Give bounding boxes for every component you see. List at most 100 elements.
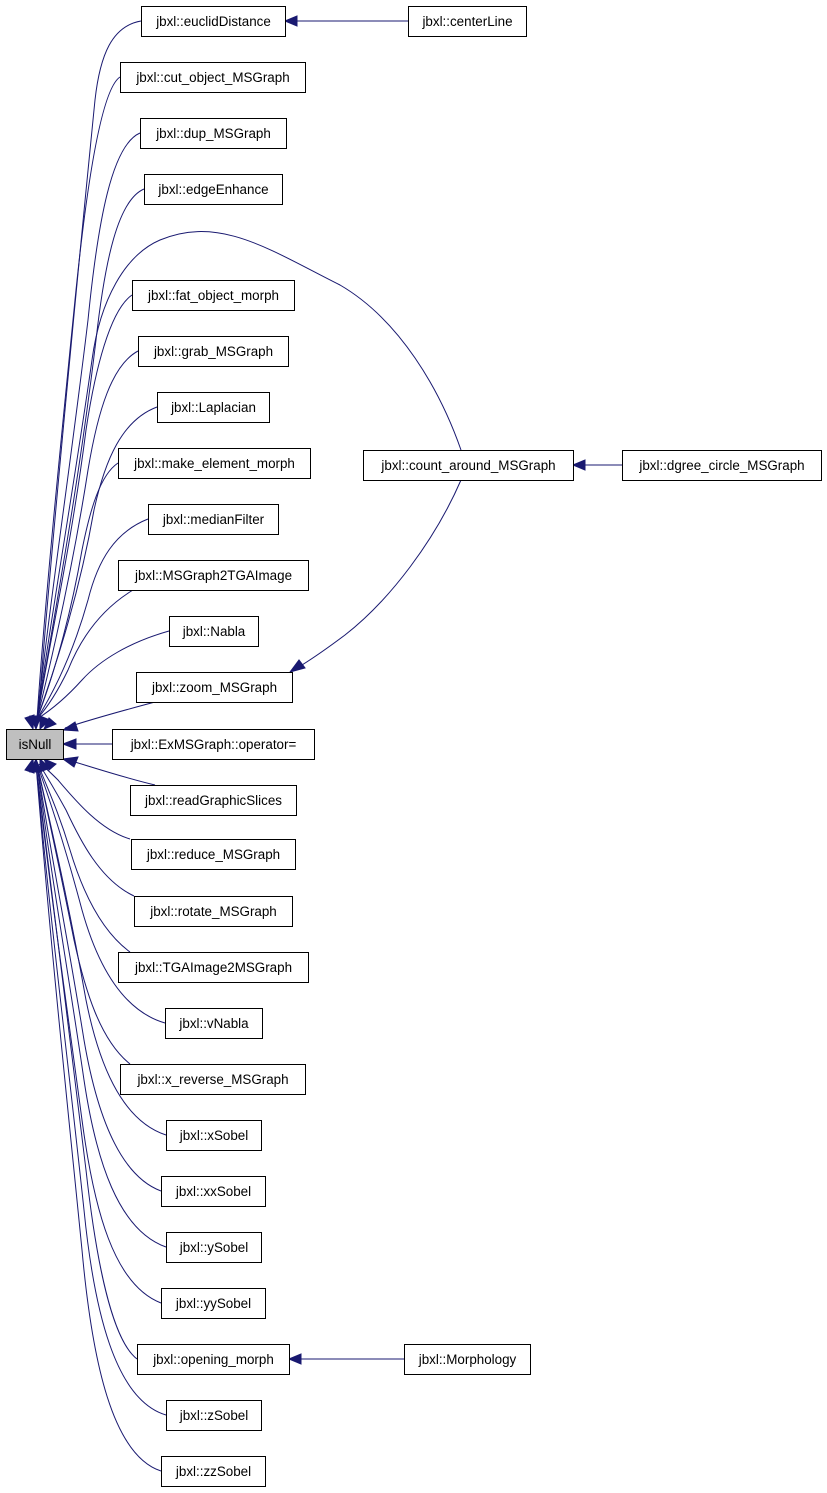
node-vNabla[interactable]: jbxl::vNabla	[165, 1008, 263, 1039]
node-label-tga2msgraph: jbxl::TGAImage2MSGraph	[134, 960, 292, 975]
node-reduce[interactable]: jbxl::reduce_MSGraph	[131, 839, 296, 870]
node-box-tga2msgraph	[118, 952, 309, 983]
edge-xSobel-to-isNull	[36, 763, 167, 1136]
edge-zSobel-to-isNull	[35, 763, 167, 1416]
node-box-make_element	[118, 448, 311, 479]
node-box-yySobel	[161, 1288, 266, 1319]
edge-readGraphicSlices-to-isNull	[64, 758, 156, 786]
arrowhead-into-isNull-2	[24, 714, 35, 731]
node-box-zSobel	[166, 1400, 262, 1431]
node-count_around[interactable]: jbxl::count_around_MSGraph	[363, 450, 574, 481]
edge-ySobel-to-isNull	[36, 763, 167, 1248]
node-zzSobel[interactable]: jbxl::zzSobel	[161, 1456, 266, 1487]
node-box-medianFilter	[148, 504, 279, 535]
arrowhead-morphology-to-opening_morph	[287, 1353, 302, 1365]
edges-layer	[24, 15, 622, 1472]
node-dgree_circle[interactable]: jbxl::dgree_circle_MSGraph	[622, 450, 822, 481]
node-box-cut_object	[120, 62, 306, 93]
edge-grab-to-isNull	[36, 350, 139, 720]
node-label-isNull: isNull	[19, 737, 52, 752]
node-readGraphicSlices[interactable]: jbxl::readGraphicSlices	[130, 785, 297, 816]
node-box-euclidDistance	[141, 6, 286, 37]
node-dup[interactable]: jbxl::dup_MSGraph	[140, 118, 287, 149]
node-nabla[interactable]: jbxl::Nabla	[169, 616, 259, 647]
node-label-medianFilter: jbxl::medianFilter	[162, 512, 265, 527]
node-zoom[interactable]: jbxl::zoom_MSGraph	[136, 672, 293, 703]
node-box-nabla	[169, 616, 259, 647]
node-rotate[interactable]: jbxl::rotate_MSGraph	[134, 896, 293, 927]
node-label-count_around: jbxl::count_around_MSGraph	[380, 458, 555, 473]
node-box-dup	[140, 118, 287, 149]
node-label-zoom: jbxl::zoom_MSGraph	[151, 680, 277, 695]
edge-xxSobel-to-isNull	[36, 763, 162, 1192]
arrowhead-centerLine-to-euclidDistance	[283, 15, 298, 27]
node-box-isNull	[6, 729, 64, 760]
node-operator_eq[interactable]: jbxl::ExMSGraph::operator=	[112, 729, 315, 760]
node-box-xSobel	[166, 1120, 262, 1151]
arrowhead-into-isNull-1	[39, 715, 51, 731]
node-box-msgraph2tga	[118, 560, 309, 591]
node-edgeEnhance[interactable]: jbxl::edgeEnhance	[144, 174, 283, 205]
node-box-vNabla	[165, 1008, 263, 1039]
node-label-cut_object: jbxl::cut_object_MSGraph	[135, 70, 289, 85]
arrowhead-dgree_circle-to-count_around	[571, 459, 586, 471]
node-label-euclidDistance: jbxl::euclidDistance	[155, 14, 271, 29]
arrowhead-count_around-to-zoom	[288, 659, 306, 673]
edge-edgeEnhance-to-isNull	[36, 188, 145, 720]
node-tga2msgraph[interactable]: jbxl::TGAImage2MSGraph	[118, 952, 309, 983]
node-xxSobel[interactable]: jbxl::xxSobel	[161, 1176, 266, 1207]
node-laplacian[interactable]: jbxl::Laplacian	[157, 392, 270, 423]
node-box-laplacian	[157, 392, 270, 423]
arrowhead-into-isNull-9	[24, 757, 35, 774]
node-label-ySobel: jbxl::ySobel	[179, 1240, 249, 1255]
node-box-centerLine	[408, 6, 527, 37]
node-xSobel[interactable]: jbxl::xSobel	[166, 1120, 262, 1151]
node-box-fat_object	[132, 280, 295, 311]
node-medianFilter[interactable]: jbxl::medianFilter	[148, 504, 279, 535]
node-ySobel[interactable]: jbxl::ySobel	[166, 1232, 262, 1263]
arrowhead-into-isNull-10	[43, 758, 57, 771]
node-box-readGraphicSlices	[130, 785, 297, 816]
node-cut_object[interactable]: jbxl::cut_object_MSGraph	[120, 62, 306, 93]
node-label-edgeEnhance: jbxl::edgeEnhance	[157, 182, 268, 197]
node-label-readGraphicSlices: jbxl::readGraphicSlices	[144, 793, 282, 808]
node-label-yySobel: jbxl::yySobel	[175, 1296, 251, 1311]
node-label-opening_morph: jbxl::opening_morph	[152, 1352, 274, 1367]
edge-count_around-to-zoom	[301, 479, 462, 666]
arrowhead-into-isNull-8	[39, 757, 51, 773]
edge-fat_object-to-isNull	[36, 294, 133, 720]
node-label-operator_eq: jbxl::ExMSGraph::operator=	[130, 737, 297, 752]
node-box-x_reverse	[120, 1064, 306, 1095]
edge-make_element-to-isNull	[36, 462, 119, 720]
edge-dup-to-isNull	[36, 132, 141, 720]
edge-count_around-to-isNull	[36, 231, 462, 720]
node-label-vNabla: jbxl::vNabla	[178, 1016, 249, 1031]
node-euclidDistance[interactable]: jbxl::euclidDistance	[141, 6, 286, 37]
node-label-dgree_circle: jbxl::dgree_circle_MSGraph	[638, 458, 804, 473]
node-box-rotate	[134, 896, 293, 927]
node-box-count_around	[363, 450, 574, 481]
node-label-xxSobel: jbxl::xxSobel	[175, 1184, 251, 1199]
node-x_reverse[interactable]: jbxl::x_reverse_MSGraph	[120, 1064, 306, 1095]
node-opening_morph[interactable]: jbxl::opening_morph	[137, 1344, 290, 1375]
edge-zzSobel-to-isNull	[35, 763, 162, 1472]
node-fat_object[interactable]: jbxl::fat_object_morph	[132, 280, 295, 311]
node-box-grab	[138, 336, 289, 367]
edge-cut_object-to-isNull	[36, 76, 121, 720]
node-centerLine[interactable]: jbxl::centerLine	[408, 6, 527, 37]
node-zSobel[interactable]: jbxl::zSobel	[166, 1400, 262, 1431]
node-msgraph2tga[interactable]: jbxl::MSGraph2TGAImage	[118, 560, 309, 591]
node-label-centerLine: jbxl::centerLine	[421, 14, 512, 29]
node-grab[interactable]: jbxl::grab_MSGraph	[138, 336, 289, 367]
arrowhead-into-isNull-6	[61, 756, 79, 768]
node-morphology[interactable]: jbxl::Morphology	[404, 1344, 531, 1375]
node-make_element[interactable]: jbxl::make_element_morph	[118, 448, 311, 479]
node-yySobel[interactable]: jbxl::yySobel	[161, 1288, 266, 1319]
arrowhead-into-isNull-5	[61, 721, 79, 732]
node-isNull[interactable]: isNull	[6, 729, 64, 760]
node-label-zzSobel: jbxl::zzSobel	[175, 1464, 251, 1479]
node-label-grab: jbxl::grab_MSGraph	[153, 344, 273, 359]
edge-rotate-to-isNull	[38, 763, 135, 897]
node-box-dgree_circle	[622, 450, 822, 481]
